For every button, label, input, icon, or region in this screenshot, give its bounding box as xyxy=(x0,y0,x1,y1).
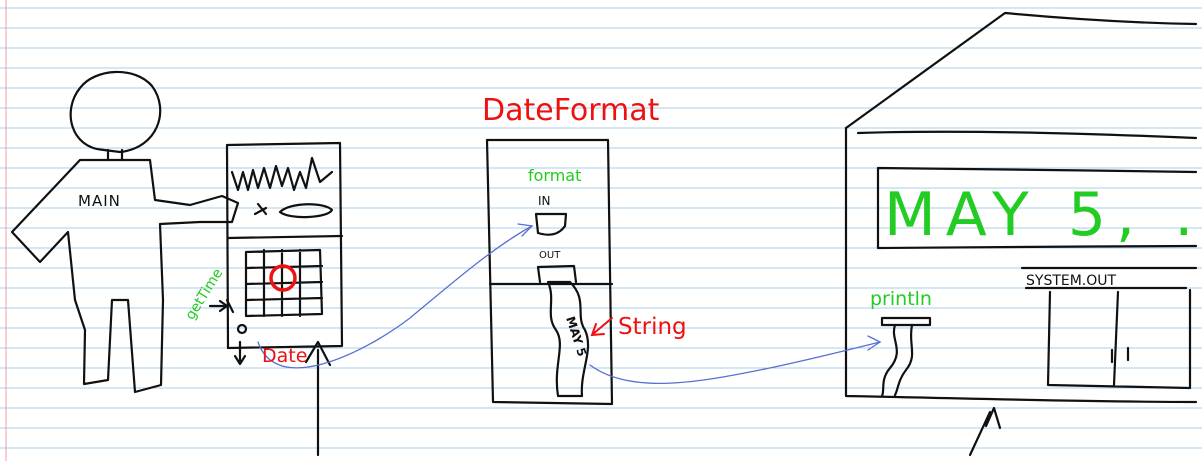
strip-label: MAY 5 xyxy=(563,315,589,359)
figure-head xyxy=(71,72,161,152)
output-arrow xyxy=(210,300,233,312)
main-label: MAIN xyxy=(78,192,121,210)
display-text: MAY 5, .... xyxy=(884,180,1202,250)
down-arrow xyxy=(235,342,245,364)
in-cup xyxy=(536,214,566,235)
graph-squiggle xyxy=(232,158,332,190)
clock-machine-icon xyxy=(210,143,342,364)
figure-body xyxy=(12,160,238,392)
in-label: IN xyxy=(538,194,551,208)
machine-gauge xyxy=(255,204,332,217)
pointer-arrow-date xyxy=(306,342,330,455)
println-label: println xyxy=(870,288,932,310)
dateformat-title: DateFormat xyxy=(482,93,660,128)
house-inner-line xyxy=(858,132,1196,138)
main-figure-icon xyxy=(12,72,238,392)
printer-slot xyxy=(882,318,930,325)
machine-grid xyxy=(246,250,322,316)
string-label: String xyxy=(618,314,687,340)
machine-divider xyxy=(228,236,342,238)
output-knob xyxy=(238,325,246,333)
format-label: format xyxy=(528,166,581,185)
house-roof xyxy=(846,13,1196,128)
out-label: OUT xyxy=(539,250,561,261)
date-label: Date xyxy=(262,345,307,367)
system-out-label: SYSTEM.OUT xyxy=(1026,273,1117,289)
printer-feed xyxy=(882,325,912,396)
string-arrow xyxy=(592,318,612,335)
gettime-label: getTime xyxy=(182,266,226,323)
